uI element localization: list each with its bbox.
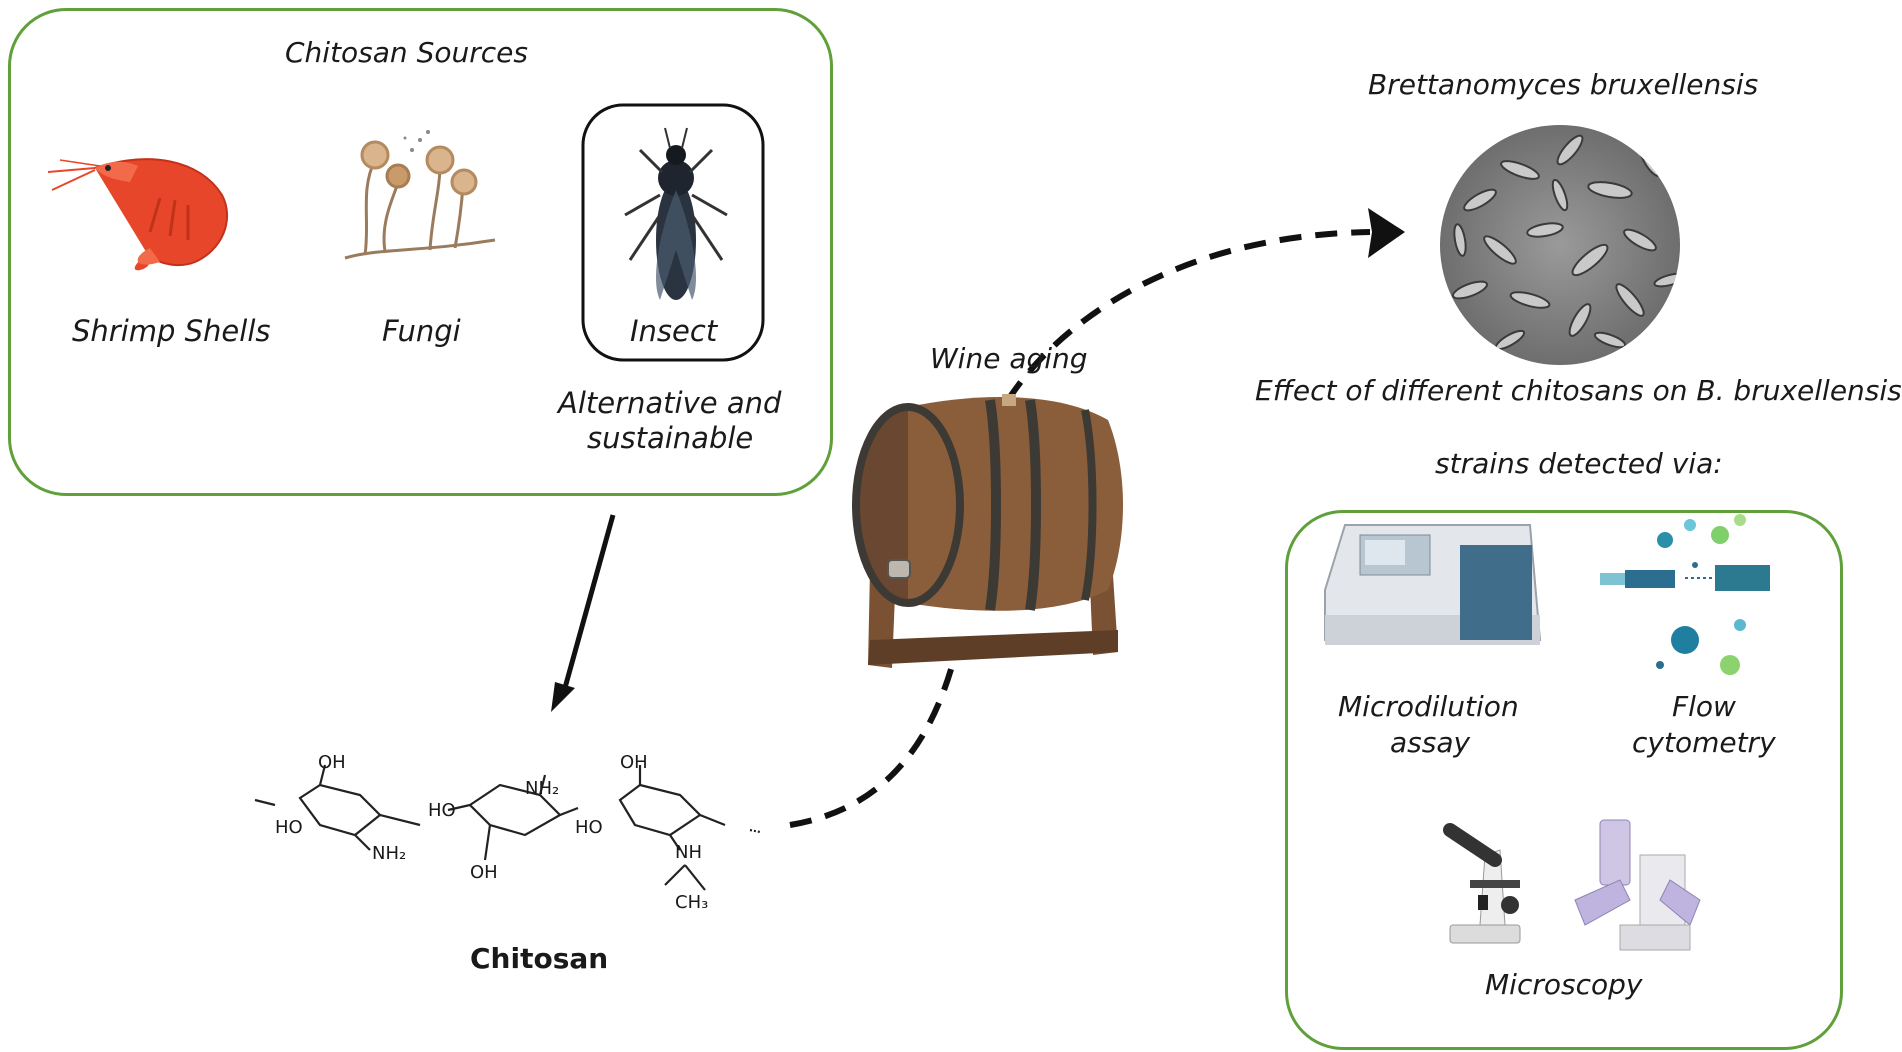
- effect-line1: Effect of different chitosans on B. brux…: [1255, 374, 1902, 407]
- yeast-title: Brettanomyces bruxellensis: [1368, 68, 1759, 101]
- insect-label: Insect: [630, 314, 718, 348]
- atom-ch3: CH₃: [675, 892, 709, 913]
- wine-aging-label: Wine aging: [930, 342, 1088, 375]
- barrel-to-yeast-dashed-arrow: [1005, 229, 1371, 402]
- chitosan-to-barrel-dashed-arrow: [789, 654, 958, 828]
- source-to-chitosan-arrow: [551, 514, 616, 712]
- atom-oh-2: OH: [470, 862, 498, 883]
- insect-note-line2: sustainable: [587, 421, 754, 455]
- insect-note-line1: Alternative and: [558, 386, 782, 420]
- atom-nh: NH: [675, 842, 702, 863]
- light-microscope-icon: [1443, 823, 1521, 944]
- shrimp-icon: [47, 158, 229, 271]
- chitosan-label: Chitosan: [470, 942, 609, 975]
- chitosan-sources-box: [8, 8, 833, 496]
- flow-label-line2: cytometry: [1632, 726, 1776, 759]
- fungi-icon: [344, 130, 496, 260]
- microdilution-label-line2: assay: [1390, 726, 1471, 759]
- spectrophotometer-icon: [1324, 524, 1542, 645]
- microdilution-label-line1: Microdilution: [1338, 690, 1519, 723]
- chitosan-sources-title: Chitosan Sources: [285, 36, 528, 69]
- atom-oh-3: OH: [620, 752, 648, 773]
- atom-nh2-2: NH₂: [525, 778, 560, 799]
- fungi-label: Fungi: [382, 314, 461, 348]
- insect-highlight-box: [581, 103, 765, 362]
- confocal-microscope-icon: [1574, 819, 1701, 951]
- atom-ho-2: HO: [428, 800, 456, 821]
- shrimp-label: Shrimp Shells: [72, 314, 271, 348]
- atom-nh2-1: NH₂: [372, 843, 407, 864]
- atom-ho-1: HO: [275, 817, 303, 838]
- yeast-microscope-image: [1440, 125, 1680, 365]
- detection-methods-box: [1285, 510, 1843, 1050]
- atom-ho-3: HO: [575, 817, 603, 838]
- wine-barrel-icon: [852, 394, 1123, 668]
- effect-line2: strains detected via:: [1435, 447, 1723, 480]
- microscopy-label: Microscopy: [1485, 968, 1643, 1001]
- atom-oh-1: OH: [318, 752, 346, 773]
- flow-label-line1: Flow: [1672, 690, 1736, 723]
- yeast-arrowhead: [1368, 208, 1405, 258]
- chitosan-structure: [254, 764, 761, 891]
- insect-icon: [624, 127, 728, 300]
- flow-cytometry-icon: [1600, 514, 1770, 675]
